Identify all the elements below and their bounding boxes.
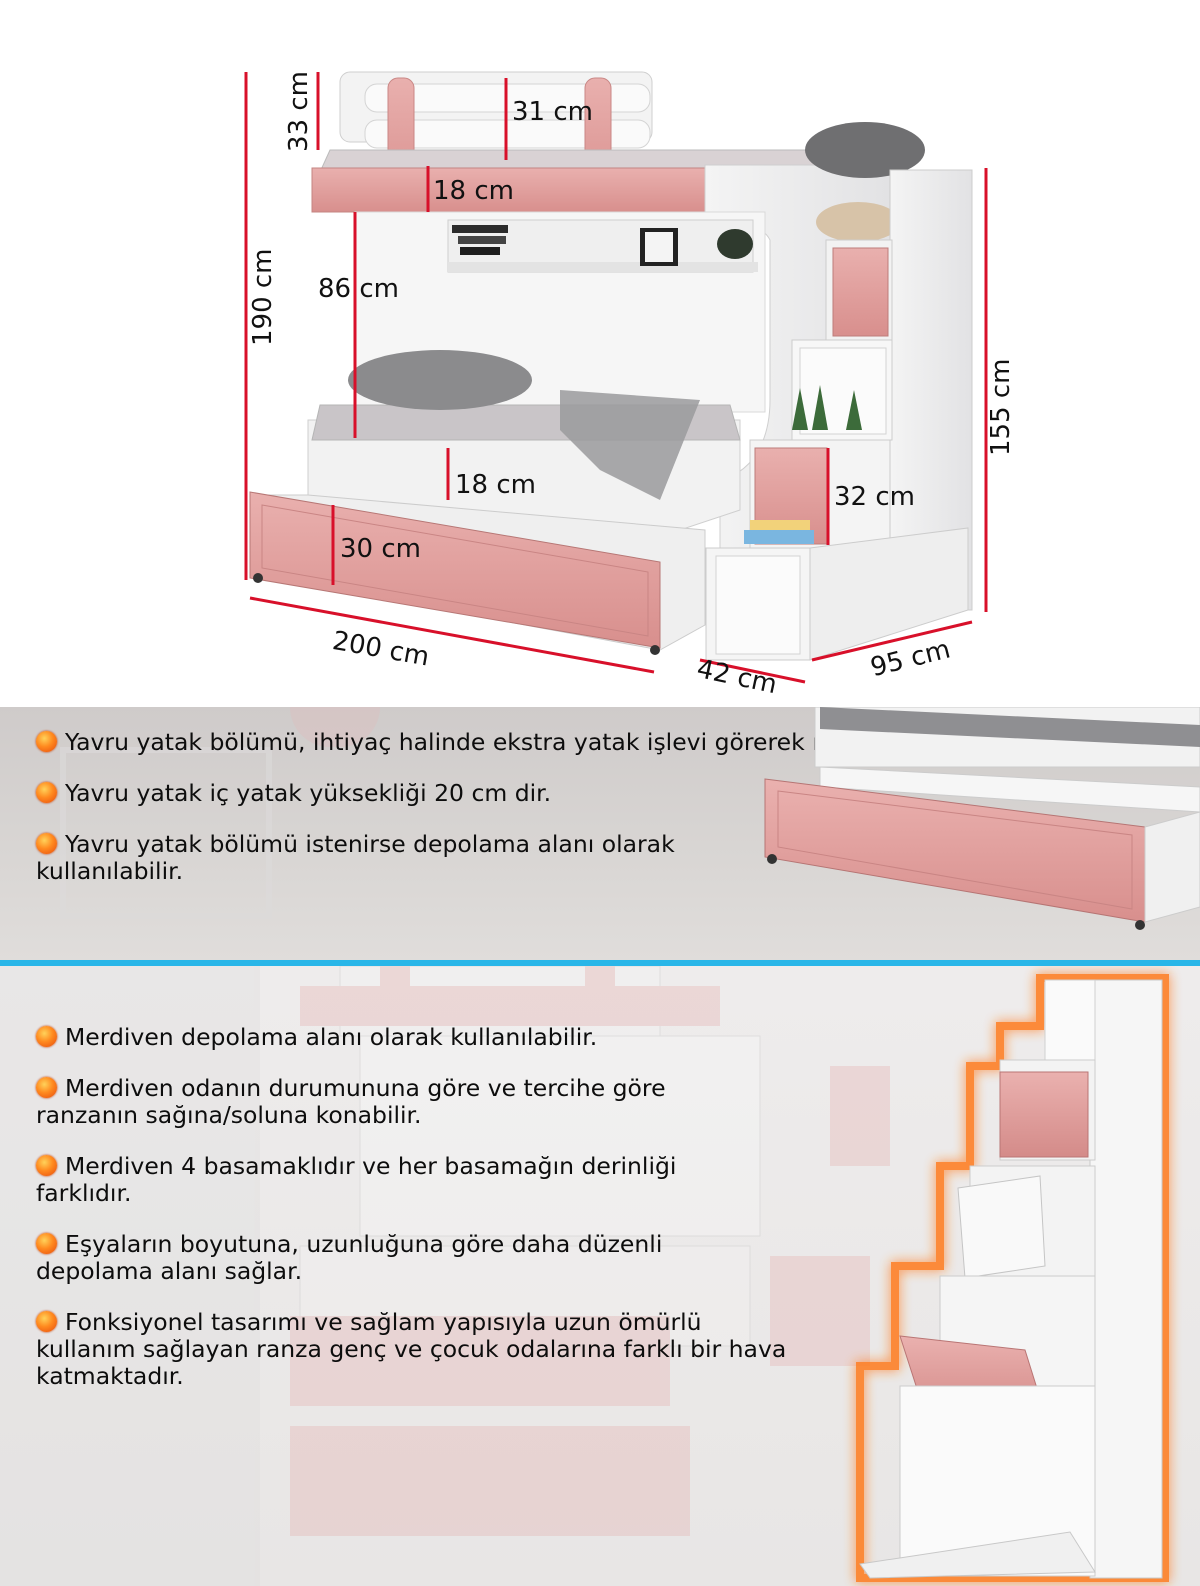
lower-pillow <box>348 350 532 410</box>
bullet-icon <box>36 1077 57 1098</box>
dim-step-height: 32 cm <box>834 482 915 512</box>
stair-feature-section: Merdiven depolama alanı olarak kullanıla… <box>0 966 1200 1586</box>
small-pillow <box>816 202 900 242</box>
stair-feature-list: Merdiven depolama alanı olarak kullanıla… <box>36 1024 816 1414</box>
bullet-icon <box>36 1311 57 1332</box>
stair-feature-item: Merdiven depolama alanı olarak kullanıla… <box>36 1024 816 1051</box>
dim-top-guard-height: 33 cm <box>284 71 314 152</box>
bunk-bed-diagram <box>244 71 988 684</box>
stair-feature-item: Merdiven odanın durumununa göre ve terci… <box>36 1074 666 1129</box>
dim-upper-rail: 18 cm <box>433 176 514 206</box>
bullet-icon <box>36 1026 57 1047</box>
staircase-storage-photo <box>856 974 1169 1582</box>
trundle-drawer <box>249 491 706 655</box>
dim-trundle-height: 30 cm <box>340 534 421 564</box>
trundle-feature-item: Yavru yatak bölümü istenirse depolama al… <box>36 830 675 885</box>
faded-background-bed <box>0 966 890 1586</box>
dim-lower-clearance: 86 cm <box>318 274 399 304</box>
dim-stair-height: 155 cm <box>986 358 1016 456</box>
trundle-photo <box>764 707 1200 930</box>
book-shelf <box>447 219 758 273</box>
dim-guard-rail-gap: 31 cm <box>512 97 593 127</box>
stair-feature-item: Eşyaların boyutuna, uzunluğuna göre daha… <box>36 1230 663 1285</box>
dimension-lines <box>244 72 988 684</box>
bullet-icon <box>36 782 57 803</box>
bullet-icon <box>36 1155 57 1176</box>
dim-lower-rail: 18 cm <box>455 470 536 500</box>
blanket <box>560 390 700 500</box>
trundle-feature-section: Yavru yatak bölümü, ihtiyaç halinde ekst… <box>0 707 1200 960</box>
bullet-icon <box>36 731 57 752</box>
dim-total-height: 190 cm <box>248 248 278 346</box>
staircase <box>705 169 973 661</box>
stair-feature-item: Fonksiyonel tasarımı ve sağlam yapısıyla… <box>36 1308 787 1390</box>
section-divider <box>0 960 1200 966</box>
bullet-icon <box>36 833 57 854</box>
trundle-feature-item: Yavru yatak iç yatak yüksekliği 20 cm di… <box>36 780 1127 807</box>
bullet-icon <box>36 1233 57 1254</box>
stair-feature-item: Merdiven 4 basamaklıdır ve her basamağın… <box>36 1152 677 1207</box>
upper-pillow <box>805 122 925 178</box>
